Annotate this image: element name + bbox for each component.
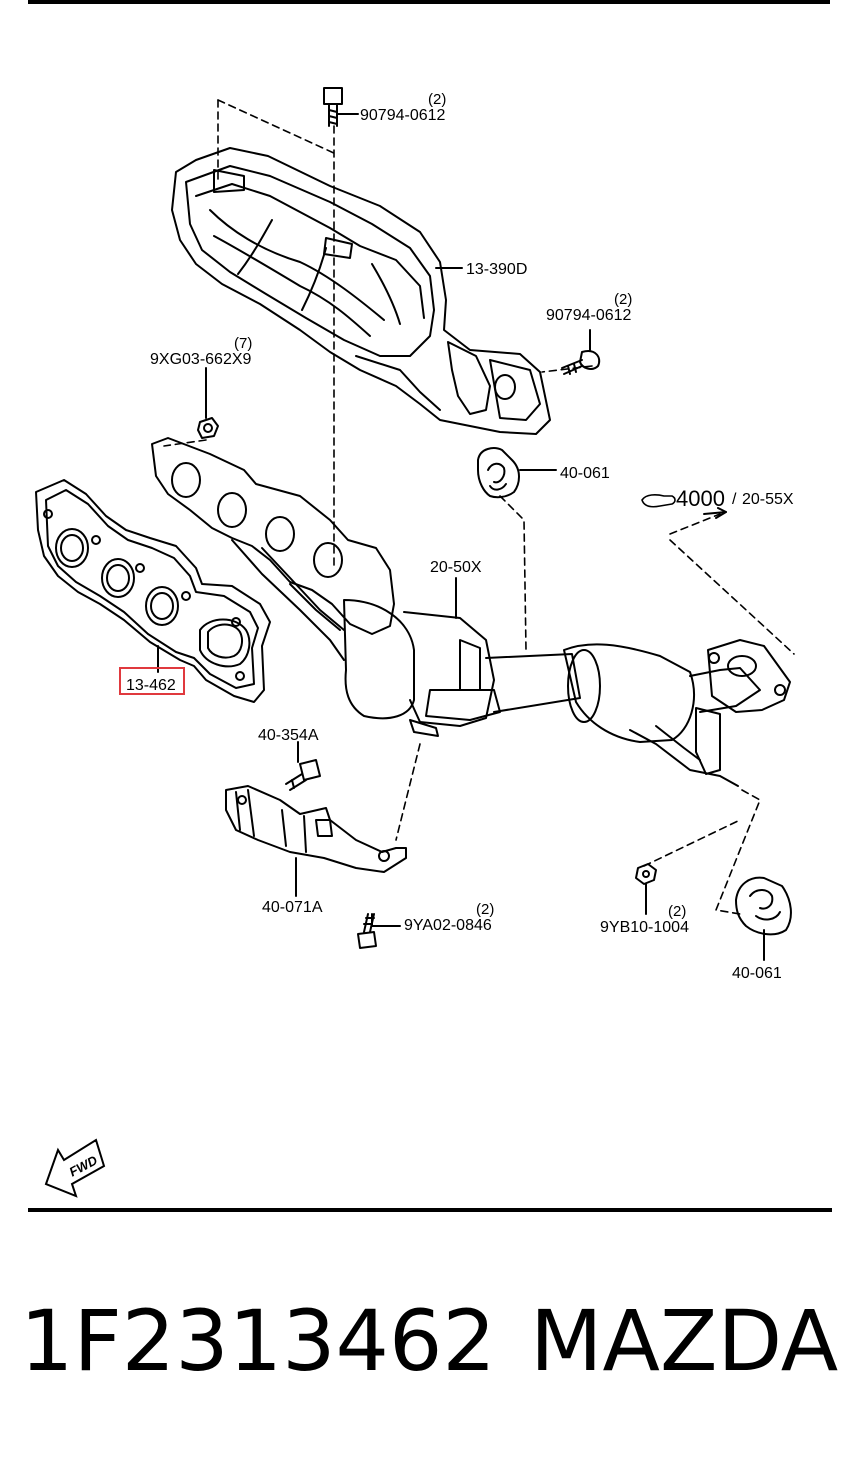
label-slash: / [732, 491, 737, 508]
heat-insulator-part[interactable] [171, 147, 551, 435]
bolt-90794-top[interactable] [323, 87, 343, 127]
bolt-90794-right[interactable] [561, 350, 601, 375]
label-40-061-bottom[interactable]: 40-061 [732, 965, 782, 982]
qty-9ya02: (2) [476, 901, 494, 918]
qty-90794-top: (2) [428, 91, 446, 108]
callout-labels: (2) 90794-0612 13-390D (2) 90794-0612 (7… [119, 91, 794, 982]
label-13-390d[interactable]: 13-390D [466, 261, 527, 278]
highlight-box [119, 667, 185, 695]
bracket-40-071a[interactable] [225, 785, 407, 873]
qty-9yb10: (2) [668, 903, 686, 920]
nut-9yb10[interactable] [635, 863, 657, 885]
dashed-guide-lines [163, 99, 795, 915]
label-90794-top[interactable]: 90794-0612 [360, 107, 446, 124]
label-40-061-top[interactable]: 40-061 [560, 465, 610, 482]
label-90794-right[interactable]: 90794-0612 [546, 307, 632, 324]
label-20-50x[interactable]: 20-50X [430, 559, 482, 576]
qty-90794-right: (2) [614, 291, 632, 308]
qty-9xg03: (7) [234, 335, 252, 352]
rubber-insulator-top[interactable] [477, 447, 520, 499]
nut-9xg03[interactable] [197, 417, 219, 439]
label-13-462[interactable]: 13-462 [126, 677, 176, 694]
label-40-354a[interactable]: 40-354A [258, 727, 319, 744]
label-9xg03[interactable]: 9XG03-662X9 [150, 351, 252, 368]
exhaust-manifold-part[interactable] [151, 437, 791, 787]
bolt-9ya02[interactable] [357, 913, 377, 949]
pointing-hand-icon [641, 494, 676, 508]
label-9yb10[interactable]: 9YB10-1004 [600, 919, 689, 936]
fwd-arrow-icon: FWD [44, 1138, 106, 1198]
leader-lines [157, 113, 765, 961]
label-40-071a[interactable]: 40-071A [262, 899, 323, 916]
exhaust-manifold-gasket[interactable] [35, 479, 271, 703]
footer-part-number: 1F2313462 [20, 1292, 496, 1390]
label-20-55x[interactable]: 20-55X [742, 491, 794, 508]
rubber-insulator-bottom[interactable] [735, 876, 792, 936]
footer-brand: MAZDA [530, 1292, 838, 1390]
label-4000[interactable]: 4000 [676, 486, 725, 511]
bolt-40-354a[interactable] [285, 759, 321, 791]
label-9ya02[interactable]: 9YA02-0846 [404, 917, 492, 934]
